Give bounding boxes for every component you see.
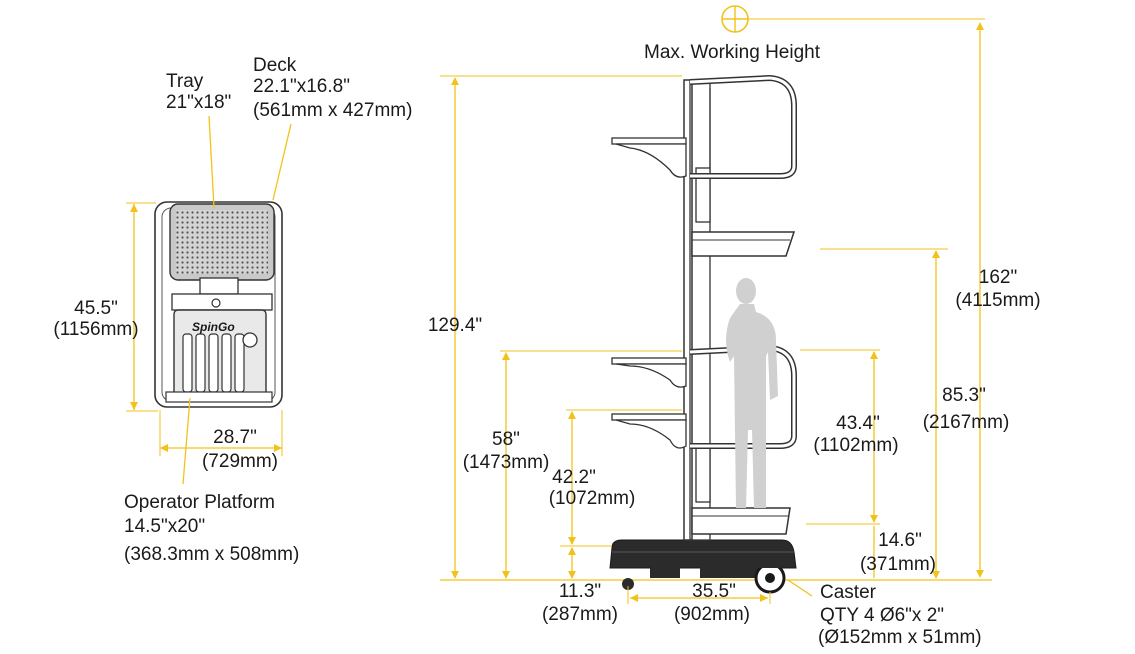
tray-leader	[208, 115, 215, 209]
height-43-mm: (1102mm)	[813, 435, 898, 456]
side-view-base	[609, 539, 797, 594]
max-working-height-label: Max. Working Height	[644, 42, 821, 63]
height-11-mm: (287mm)	[542, 604, 618, 625]
tray-perforation-pattern	[176, 210, 268, 274]
lower-deck	[691, 507, 791, 535]
dim-85: 85.3" (2167mm)	[820, 248, 1010, 579]
height-162-in: 162"	[979, 267, 1017, 288]
platform-title: Operator Platform	[124, 492, 275, 513]
height-42-mm: (1072mm)	[549, 488, 636, 509]
deck-size-mm: (561mm x 427mm)	[253, 100, 412, 121]
upper-tray	[611, 137, 687, 178]
dim-width: 28.7" (729mm)	[159, 410, 283, 472]
crosshair-target-icon	[721, 5, 749, 33]
height-85-mm: (2167mm)	[923, 412, 1010, 433]
height-11-in: 11.3"	[559, 581, 601, 602]
tray-title: Tray	[166, 71, 204, 92]
platform-slats	[182, 333, 245, 393]
depth-in-label: 45.5"	[74, 298, 118, 319]
wheelbase-mm: (902mm)	[674, 604, 750, 625]
platform-leader	[182, 397, 191, 485]
dim-42: 42.2" (1072mm)	[549, 409, 682, 545]
spingo-logo: SpinGo	[192, 320, 235, 334]
top-view-crossbar	[171, 293, 273, 311]
dim-43: 43.4" (1102mm)	[800, 349, 899, 523]
side-view-mast	[683, 79, 711, 541]
height-43-in: 43.4"	[836, 413, 880, 434]
dim-58: 58" (1473mm)	[463, 350, 682, 579]
dim-162: 162" (4115mm)	[955, 22, 1041, 578]
top-view-drawing: SpinGo	[154, 201, 283, 408]
height-14-mm: (371mm)	[860, 554, 936, 575]
lower-tray	[611, 413, 687, 449]
overall-height-label: 129.4"	[428, 315, 482, 336]
middle-tray	[611, 357, 687, 388]
depth-mm-label: (1156mm)	[53, 319, 138, 340]
height-162-mm: (4115mm)	[955, 290, 1040, 311]
dim-11: 11.3" (287mm)	[542, 545, 618, 625]
dim-14: 14.6" (371mm)	[806, 523, 936, 578]
height-42-in: 42.2"	[552, 467, 596, 488]
height-58-mm: (1473mm)	[463, 452, 550, 473]
deck-leader	[272, 123, 292, 201]
lower-guard-rail	[689, 344, 797, 449]
caster-mm: (Ø152mm x 51mm)	[818, 627, 982, 648]
dim-wheelbase: 35.5" (902mm)	[627, 581, 771, 625]
height-85-in: 85.3"	[942, 385, 986, 406]
platform-size-in: 14.5"x20"	[124, 516, 205, 537]
platform-size-mm: (368.3mm x 508mm)	[124, 544, 299, 565]
top-view-mast-plate	[199, 277, 239, 295]
upper-guard-rail	[689, 74, 797, 179]
deck-title: Deck	[253, 55, 297, 76]
height-58-in: 58"	[492, 429, 520, 450]
dim-129: 129.4"	[428, 75, 682, 579]
width-mm-label: (729mm)	[202, 451, 278, 472]
deck-size-in: 22.1"x16.8"	[253, 76, 350, 97]
wheelbase-in: 35.5"	[692, 581, 736, 602]
upper-deck	[691, 231, 796, 257]
human-silhouette-icon	[726, 278, 778, 508]
caster-title: Caster	[820, 582, 877, 603]
dim-depth: 45.5" (1156mm)	[53, 202, 158, 412]
width-in-label: 28.7"	[213, 427, 257, 448]
height-14-in: 14.6"	[878, 530, 922, 551]
caster-leader	[787, 579, 813, 597]
caster-qty: QTY 4 Ø6"x 2"	[820, 605, 944, 626]
tray-size: 21"x18"	[166, 92, 231, 113]
